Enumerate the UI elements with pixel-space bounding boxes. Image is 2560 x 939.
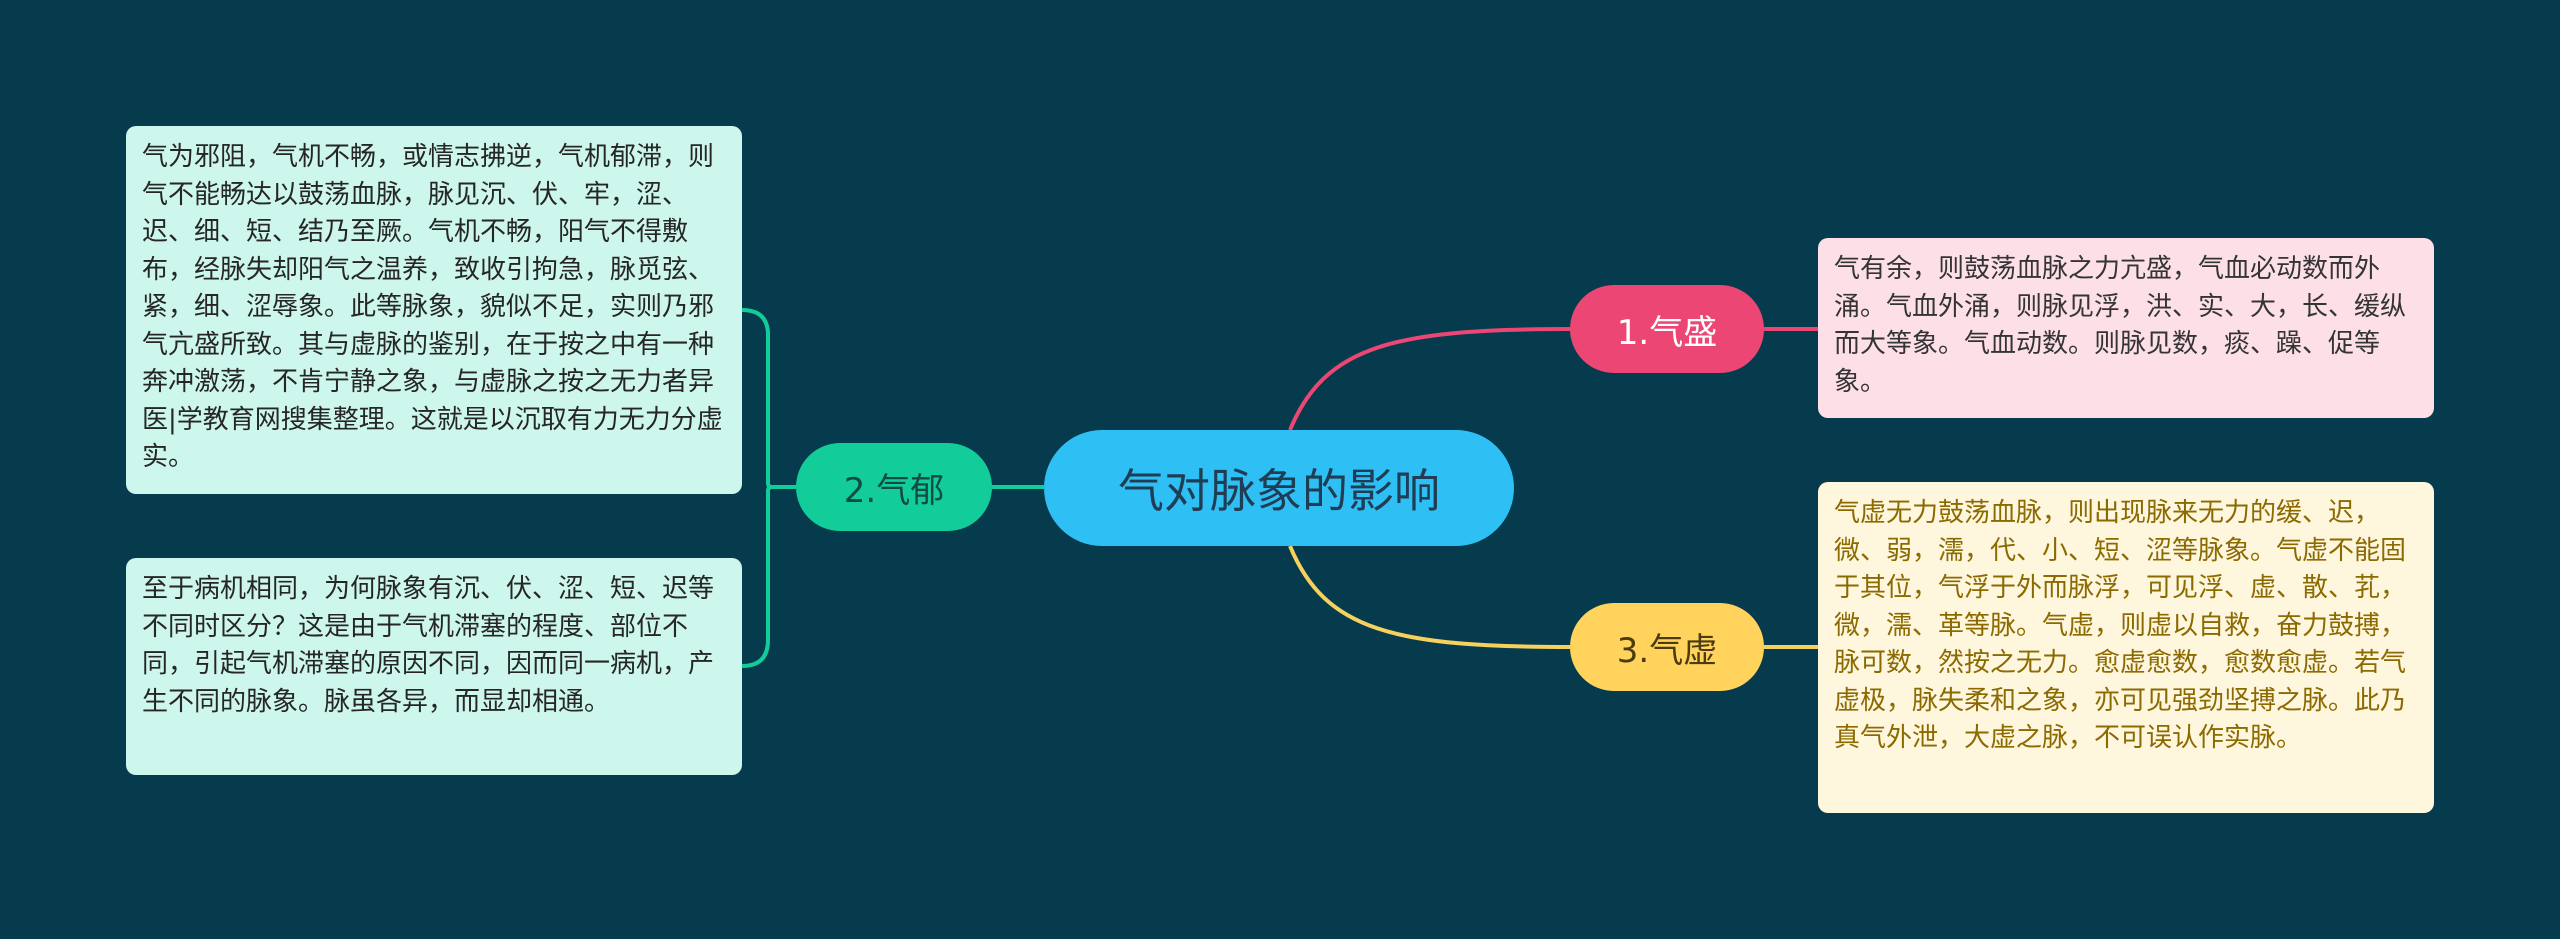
note-text: 气为邪阻，气机不畅，或情志拂逆，气机郁滞，则气不能畅达以鼓荡血脉，脉见沉、伏、牢… bbox=[142, 142, 723, 472]
branch-qi-sheng[interactable]: 1.气盛 bbox=[1570, 285, 1764, 373]
root-node[interactable]: 气对脉象的影响 bbox=[1044, 430, 1514, 546]
link-qi-yu-note-1 bbox=[741, 308, 796, 489]
root-label: 气对脉象的影响 bbox=[1118, 464, 1440, 518]
link-root-qi-sheng bbox=[1288, 327, 1571, 431]
branch-label: 1.气盛 bbox=[1616, 312, 1718, 353]
link-root-qi-xu bbox=[1288, 545, 1571, 649]
note-text: 气虚无力鼓荡血脉，则出现脉来无力的缓、迟，微、弱，濡，代、小、短、涩等脉象。气虚… bbox=[1834, 498, 2407, 753]
link-qi-yu-note-2 bbox=[741, 485, 773, 668]
note-qi-xu[interactable]: 气虚无力鼓荡血脉，则出现脉来无力的缓、迟，微、弱，濡，代、小、短、涩等脉象。气虚… bbox=[1818, 482, 2434, 813]
note-qi-sheng[interactable]: 气有余，则鼓荡血脉之力亢盛，气血必动数而外涌。气血外涌，则脉见浮，洪、实、大，长… bbox=[1818, 238, 2434, 418]
branch-label: 3.气虚 bbox=[1616, 630, 1718, 671]
branch-label: 2.气郁 bbox=[843, 470, 945, 511]
branch-qi-xu[interactable]: 3.气虚 bbox=[1570, 603, 1764, 691]
branch-qi-yu[interactable]: 2.气郁 bbox=[796, 443, 992, 531]
note-text: 气有余，则鼓荡血脉之力亢盛，气血必动数而外涌。气血外涌，则脉见浮，洪、实、大，长… bbox=[1834, 254, 2407, 397]
note-qi-yu-2[interactable]: 至于病机相同，为何脉象有沉、伏、涩、短、迟等不同时区分？这是由于气机滞塞的程度、… bbox=[126, 558, 742, 775]
note-qi-yu-1[interactable]: 气为邪阻，气机不畅，或情志拂逆，气机郁滞，则气不能畅达以鼓荡血脉，脉见沉、伏、牢… bbox=[126, 126, 742, 494]
note-text: 至于病机相同，为何脉象有沉、伏、涩、短、迟等不同时区分？这是由于气机滞塞的程度、… bbox=[142, 574, 715, 717]
